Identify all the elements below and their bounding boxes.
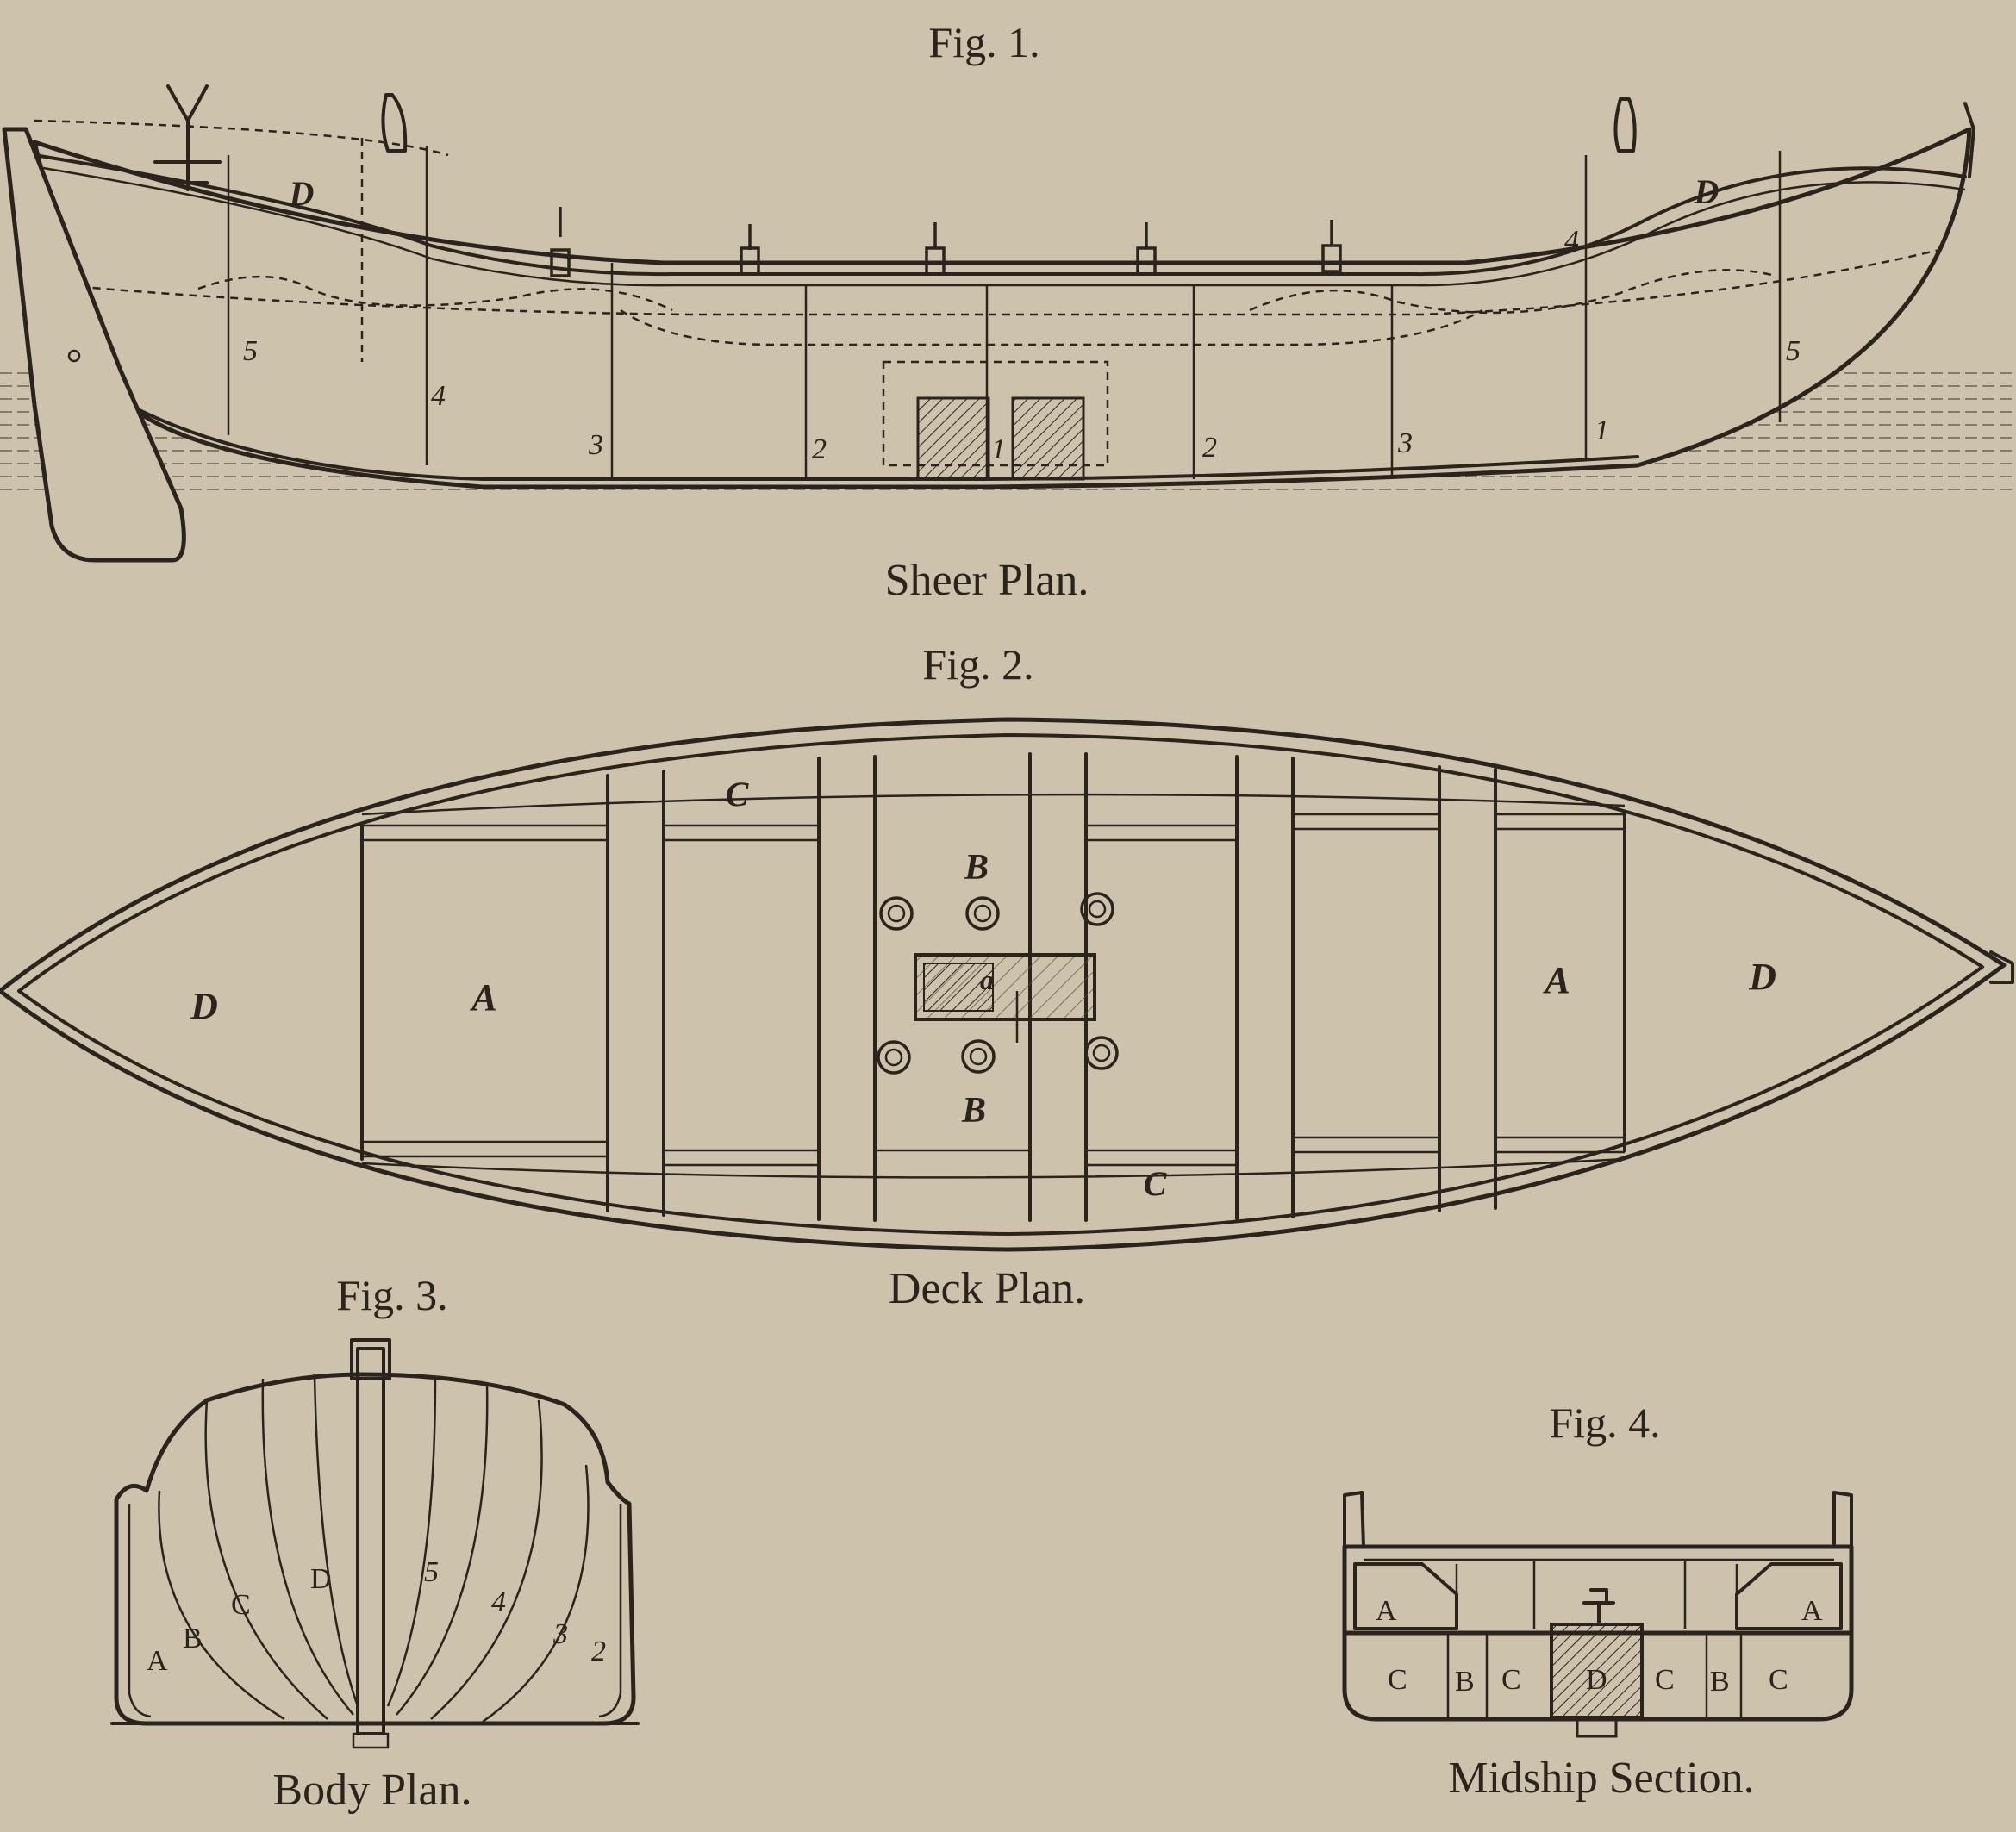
deck-label-a-aft: A (1542, 959, 1570, 1001)
fig4-label: Fig. 4. (1549, 1399, 1660, 1447)
fig1-label: Fig. 1. (928, 18, 1039, 66)
deck-label-c-upper: C (726, 775, 750, 813)
body-plan-sections-left (158, 1374, 359, 1721)
relieving-tubes (877, 892, 1119, 1075)
midship-label-c1: C (1388, 1664, 1407, 1696)
body-plan-outline (114, 1372, 636, 1726)
midship-label-c3: C (1655, 1664, 1675, 1696)
midship-label-b1: B (1455, 1666, 1475, 1698)
body-label-b: B (183, 1623, 203, 1654)
body-plan-stem (356, 1347, 385, 1735)
midship-label-b2: B (1710, 1666, 1730, 1698)
deck-label-c-lower: C (1144, 1164, 1168, 1203)
fig1-title: Sheer Plan. (885, 556, 1089, 605)
sheer-label-d-aft: D (1694, 172, 1720, 211)
stern-post-fitting (381, 93, 408, 153)
sheer-plan: Fig. 1. (0, 18, 2016, 605)
sheer-station-5a: 5 (243, 335, 258, 367)
sheer-ballast-block (916, 396, 990, 481)
deck-label-b-upper: B (964, 848, 989, 888)
fig2-label: Fig. 2. (922, 640, 1033, 689)
sheer-ballast-block (1011, 396, 1085, 481)
deck-label-a-small: a (980, 964, 994, 995)
sheer-stations (227, 146, 1782, 479)
steering-oar (2, 127, 186, 563)
fig2-title: Deck Plan. (889, 1264, 1085, 1313)
fig3-label: Fig. 3. (336, 1271, 447, 1319)
stern-post (1613, 97, 1637, 153)
sheer-gunwale (33, 153, 1967, 277)
fig3-title: Body Plan. (272, 1766, 471, 1815)
sheer-station-5b: 5 (1786, 335, 1801, 367)
sheer-station-3b: 3 (1397, 427, 1413, 459)
body-label-3: 3 (552, 1618, 568, 1650)
deck-label-a-fore: A (469, 976, 496, 1019)
thole-pins (550, 207, 1342, 277)
midship-partitions (1446, 1561, 1743, 1719)
sheer-station-1b: 1 (1595, 414, 1609, 446)
midship-label-d: D (1586, 1664, 1607, 1696)
crutch (153, 84, 222, 191)
midship-label-c4: C (1769, 1664, 1788, 1696)
midship-label-c2: C (1501, 1664, 1521, 1696)
deck-outline-inner (17, 733, 1984, 1236)
sheer-station-2b: 2 (1202, 432, 1217, 464)
midship-label-a-left: A (1376, 1595, 1397, 1627)
deck-label-d-fore: D (190, 985, 218, 1027)
deck-label-b-lower: B (961, 1091, 986, 1131)
midship-label-a-right: A (1801, 1595, 1823, 1627)
body-label-2: 2 (591, 1636, 606, 1667)
midship-section: Fig. 4. A A C B C D (1342, 1399, 1854, 1803)
sheer-station-3a: 3 (588, 429, 603, 461)
body-label-5: 5 (424, 1556, 439, 1588)
body-label-c: C (231, 1589, 251, 1621)
midship-lower-body (1342, 1630, 1854, 1722)
body-label-4: 4 (491, 1586, 506, 1618)
sheer-station-1a: 1 (991, 433, 1006, 465)
body-plan: Fig. 3. A B C D 5 4 3 2 Body Plan (110, 1271, 640, 1815)
sheer-station-2a: 2 (812, 433, 827, 465)
deck-label-d-aft: D (1748, 956, 1776, 998)
sheer-label-d-fore: D (289, 174, 315, 213)
body-label-d: D (310, 1563, 332, 1595)
body-plan-sections-right (386, 1376, 590, 1723)
sheer-hull-outline (32, 127, 1972, 489)
fig4-title: Midship Section. (1448, 1754, 1754, 1803)
body-label-a: A (147, 1645, 168, 1677)
deck-plan: Fig. 2. (0, 640, 2014, 1313)
sheer-station-4a: 4 (431, 380, 446, 412)
sheer-station-4b: 4 (1564, 225, 1579, 257)
deck-compartments (360, 793, 1626, 1179)
deck-outline-outer (0, 717, 2007, 1252)
